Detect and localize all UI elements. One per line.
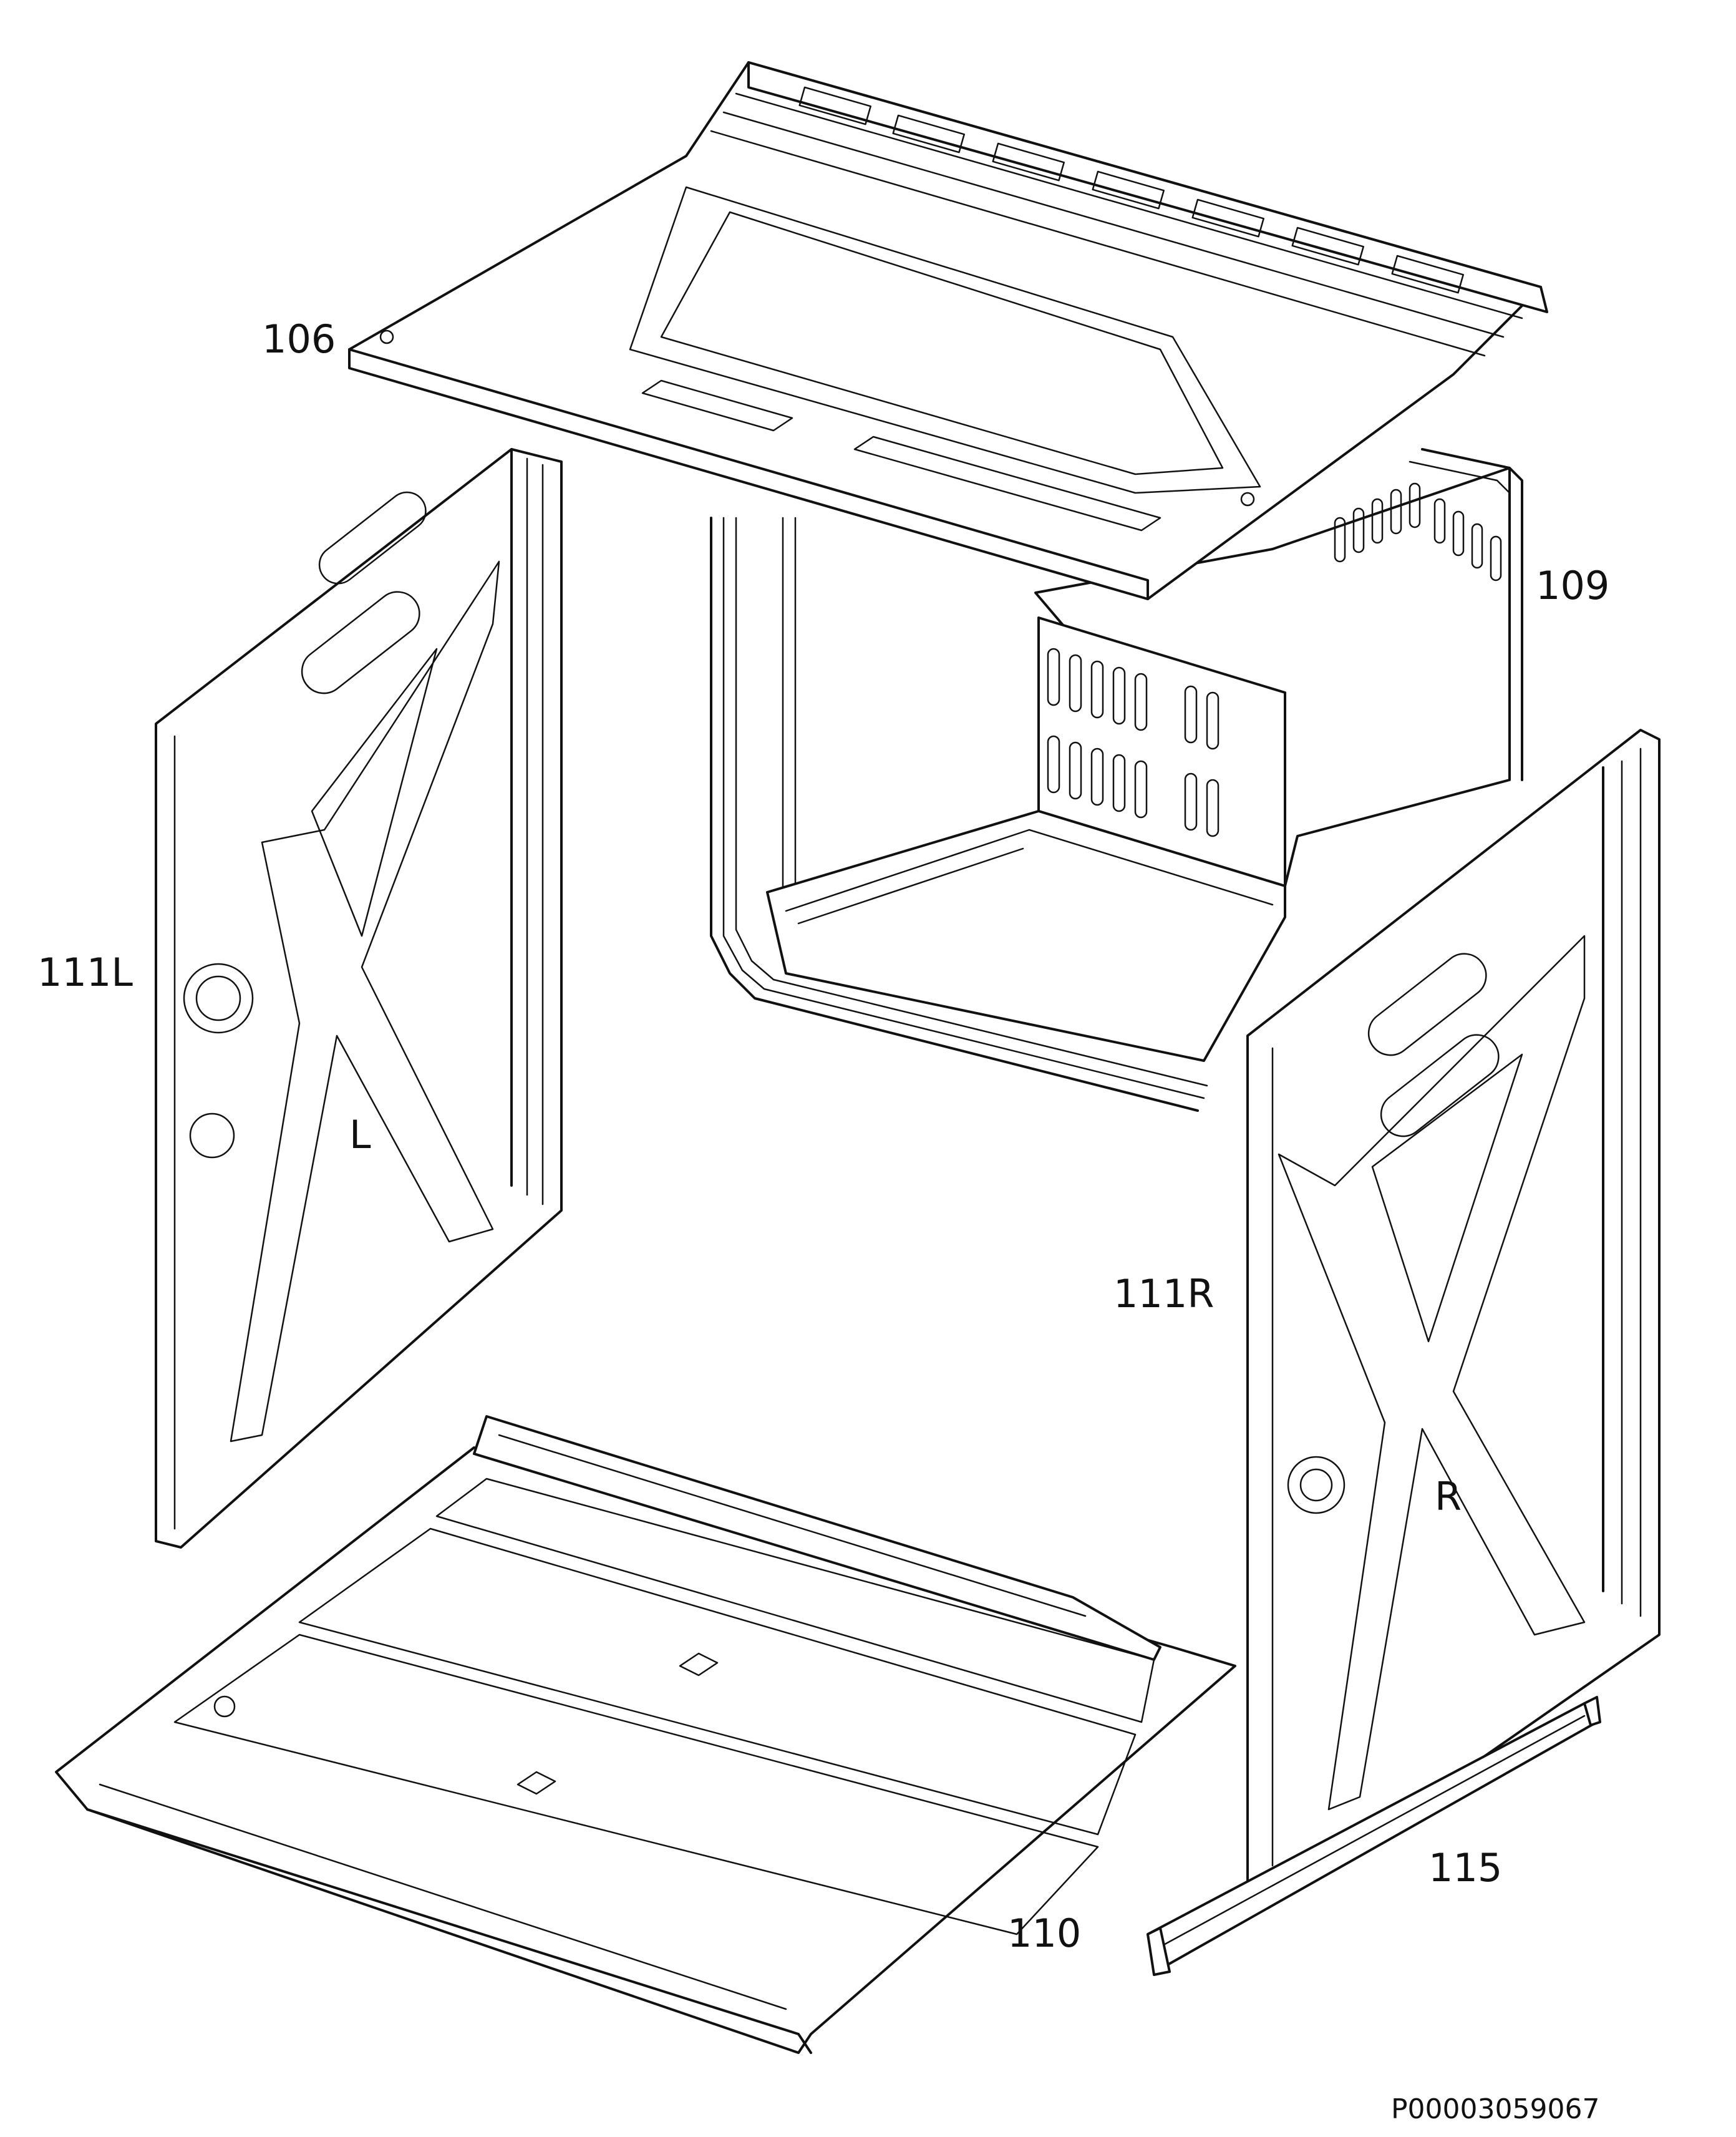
bottom-panel <box>55 1415 1236 2054</box>
right-side-panel: R <box>1246 729 1661 1892</box>
rail <box>1147 1696 1601 1976</box>
label-111L: 111L <box>37 950 133 995</box>
top-panel-ribs <box>710 86 1523 357</box>
label-111R: 111R <box>1113 1271 1214 1317</box>
label-115: 115 <box>1428 1845 1502 1891</box>
vent-slots-top <box>1334 482 1502 582</box>
label-110: 110 <box>1007 1911 1081 1956</box>
right-side-marking: R <box>1435 1474 1462 1519</box>
document-code: P00003059067 <box>1391 2093 1599 2125</box>
vent-slots-back <box>1047 648 1220 837</box>
left-side-marking: L <box>349 1112 371 1157</box>
top-panel <box>348 61 1548 600</box>
label-109: 109 <box>1536 563 1609 608</box>
label-106: 106 <box>262 316 336 362</box>
left-side-panel: L <box>155 448 563 1549</box>
